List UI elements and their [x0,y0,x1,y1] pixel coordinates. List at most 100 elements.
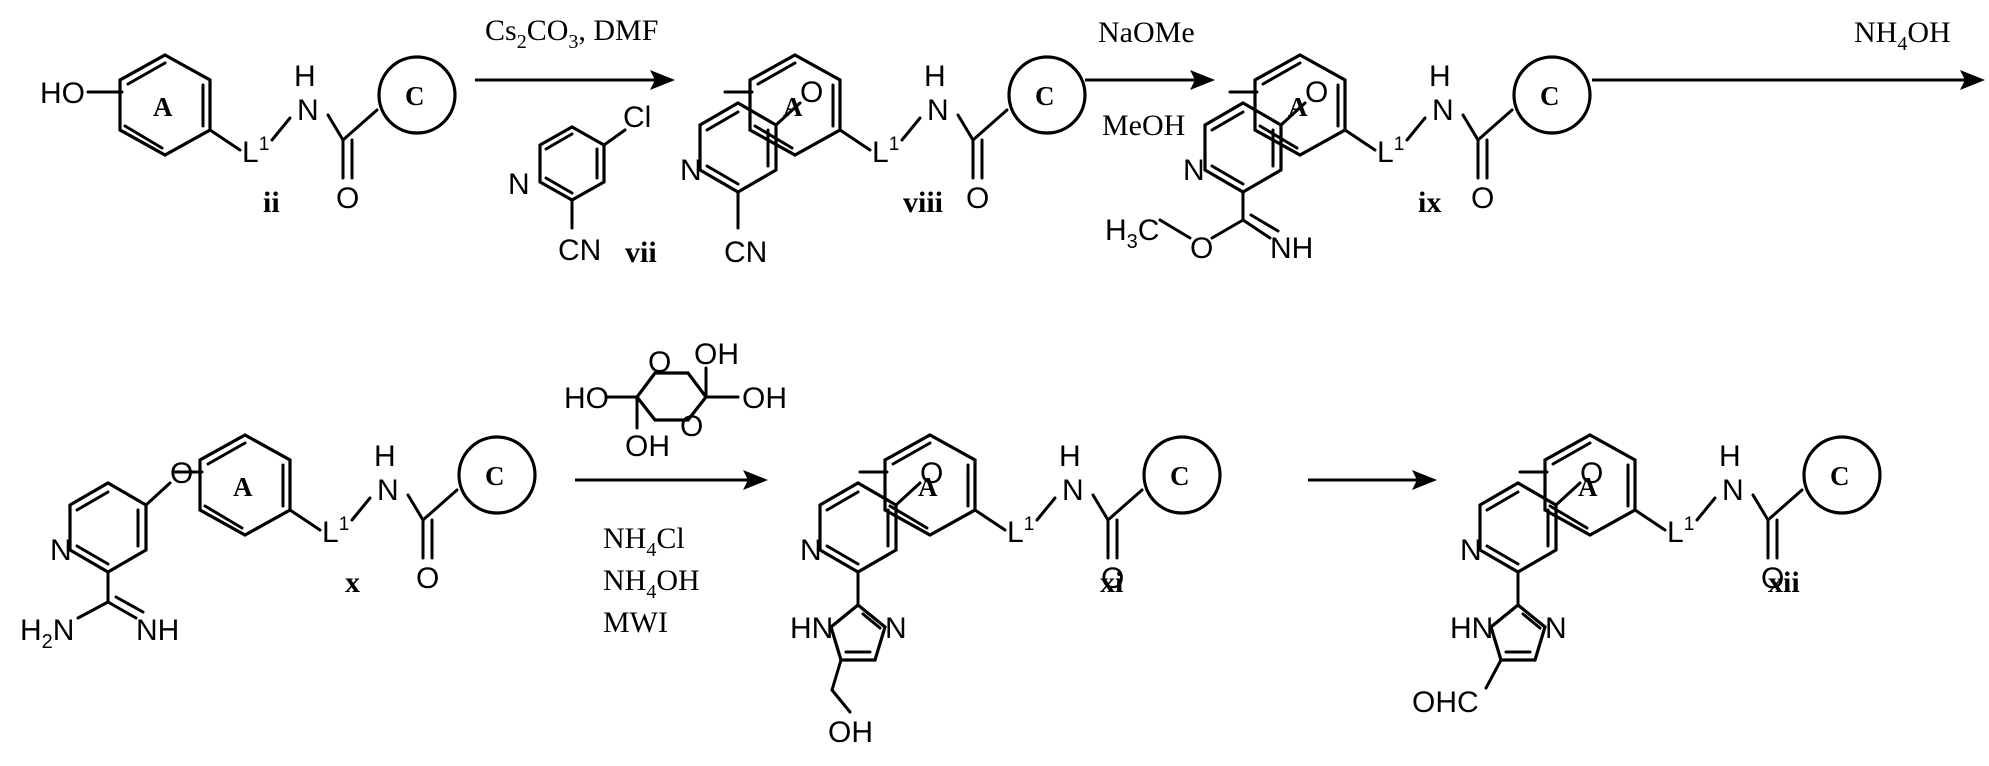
linker-superscript: 1 [339,514,350,535]
ether-o: O [170,457,193,490]
amide-h: H [1429,60,1451,93]
amide-n: N [1432,94,1454,127]
compound-x: A L1 N H O C O N H2N NH x [20,435,535,653]
hydroxyl-label: OH [625,430,670,463]
reagent-nh4oh: NH4OH [1854,16,1951,55]
dioxane-o: O [648,346,671,379]
reagent-cs2co3-dmf: Cs2CO3, DMF [485,14,658,53]
compound-ii: HO A L1 N H O C ii [40,55,455,219]
hydroxyl-label: HO [564,382,609,415]
amide-n: N [377,474,399,507]
aldehyde-label: OHC [1412,686,1479,719]
pyridine-n: N [50,534,72,567]
compound-label-xi: xi [1100,566,1123,599]
compound-label-viii: viii [903,186,943,219]
amine-label: H2N [20,614,74,653]
pyridine-n: N [1460,534,1482,567]
linker-label: L [1667,516,1684,549]
imidazole-n: N [885,612,907,645]
svg-text:L1: L1 [242,134,269,169]
svg-text:HO: HO [40,77,85,110]
amide-n: N [1062,474,1084,507]
amide-n: N [297,94,319,127]
compound-label-x: x [345,566,360,599]
pyridine-n: N [1183,154,1205,187]
reagent-meoh: MeOH [1102,109,1185,142]
compound-viii: A L1 N H O C O N CN viii [680,55,1085,269]
amide-n: N [927,94,949,127]
compound-xii: A L1 N H O C O N HN N OHC xii [1412,435,1880,719]
ether-o: O [800,76,823,109]
compound-label-ii: ii [263,186,280,219]
nitrile-label: CN [724,236,767,269]
carbonyl-o: O [336,182,359,215]
imine-nh: NH [136,614,179,647]
chloro-label: Cl [623,101,651,134]
ring-c-letter: C [1035,81,1055,111]
ring-c-letter: C [1170,461,1190,491]
pyridine-n: N [508,168,530,201]
reaction-arrow-4: O O OH OH HO OH NH4Cl NH4OH MWI [564,338,787,639]
hydroxyl-label: OH [742,382,787,415]
reaction-arrow-5 [1308,470,1437,490]
ether-o: O [1305,76,1328,109]
reagent-nh4cl: NH4Cl [603,522,685,561]
ring-c-letter: C [485,461,505,491]
amide-h: H [294,60,316,93]
ether-o: O [920,457,943,490]
ring-c-letter: C [1540,81,1560,111]
ether-o: O [1580,457,1603,490]
carbonyl-o: O [1471,182,1494,215]
svg-text:L1: L1 [1667,514,1694,549]
amide-n: N [1722,474,1744,507]
imidazole-hn: HN [1450,612,1493,645]
dihydroxyacetone-dimer: O O OH OH HO OH [564,338,787,463]
carbonyl-o: O [416,562,439,595]
reagent-nh4oh: NH4OH [603,564,700,603]
carbonyl-o: O [966,182,989,215]
ring-c-letter: C [1830,461,1850,491]
compound-xi: A L1 N H O C O N HN N OH xi [790,435,1220,749]
pyridine-n: N [800,534,822,567]
imidazole-hn: HN [790,612,833,645]
reagent-naome: NaOMe [1098,16,1195,49]
svg-text:L1: L1 [322,514,349,549]
amide-h: H [374,440,396,473]
hydroxy-label: HO [40,77,85,110]
compound-label-xii: xii [1768,566,1800,599]
linker-label: L [322,516,339,549]
hydroxymethyl-oh: OH [828,716,873,749]
linker-label: L [242,136,259,169]
reaction-arrow-1: Cs2CO3, DMF N Cl CN vii [475,14,675,269]
svg-text:L1: L1 [872,134,899,169]
reagent-mwi: MWI [603,606,668,639]
methoxy-o: O [1190,232,1213,265]
svg-text:L1: L1 [1377,134,1404,169]
amide-h: H [1719,440,1741,473]
nitrile-label: CN [558,234,601,267]
compound-label-ix: ix [1418,186,1441,219]
linker-label: L [872,136,889,169]
reaction-arrow-2: NaOMe MeOH [1085,16,1215,142]
linker-superscript: 1 [259,134,270,155]
methyl-label: H3C [1105,214,1159,253]
compound-label-vii: vii [625,236,657,269]
linker-superscript: 1 [1394,134,1405,155]
imidazole-n: N [1545,612,1567,645]
amide-h: H [1059,440,1081,473]
svg-text:L1: L1 [1007,514,1034,549]
linker-label: L [1007,516,1024,549]
ring-a-letter: A [153,92,173,122]
pyridine-n: N [680,154,702,187]
linker-superscript: 1 [1024,514,1035,535]
ring-c-letter: C [405,81,425,111]
linker-superscript: 1 [889,134,900,155]
compound-vii: N Cl CN vii [508,101,657,269]
linker-superscript: 1 [1684,514,1695,535]
hydroxyl-label: OH [694,338,739,371]
reaction-arrow-3: NH4OH [1592,16,1985,90]
compound-ix: A L1 N H O C O N O NH H3C ix [1105,55,1590,265]
dioxane-o: O [680,410,703,443]
imine-nh: NH [1270,232,1313,265]
amide-h: H [924,60,946,93]
